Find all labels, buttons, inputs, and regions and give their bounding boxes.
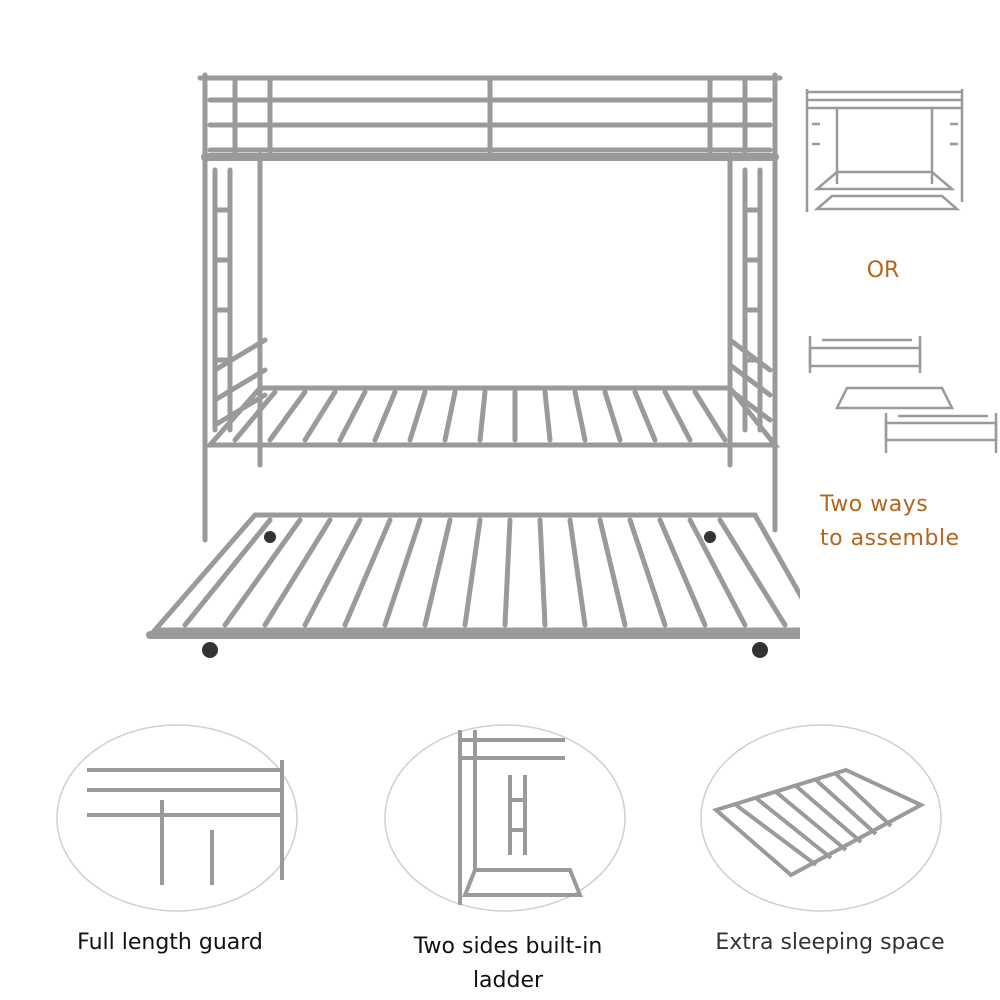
caption-full-length-guard: Full length guard <box>77 930 263 955</box>
two-ways-label: Two ways to assemble <box>820 488 980 556</box>
bunk-bed-main-image <box>146 72 800 658</box>
two-ways-line-2: to assemble <box>820 526 960 551</box>
two-ways-line-1: Two ways <box>820 492 929 517</box>
or-label: OR <box>866 258 900 283</box>
feature-ladder-image <box>384 724 626 912</box>
feature-guard-image <box>56 724 298 912</box>
assembly-option-separate-beds-image <box>808 336 998 453</box>
feature-trundle-image <box>700 724 942 912</box>
caption-ladder-line-2: ladder <box>472 968 544 993</box>
caption-ladder-line-1: Two sides built-in <box>413 934 603 959</box>
caption-built-in-ladder: Two sides built-in ladder <box>378 930 638 998</box>
assembly-option-bunk-image <box>805 89 964 212</box>
caption-extra-sleeping-space: Extra sleeping space <box>715 930 945 955</box>
